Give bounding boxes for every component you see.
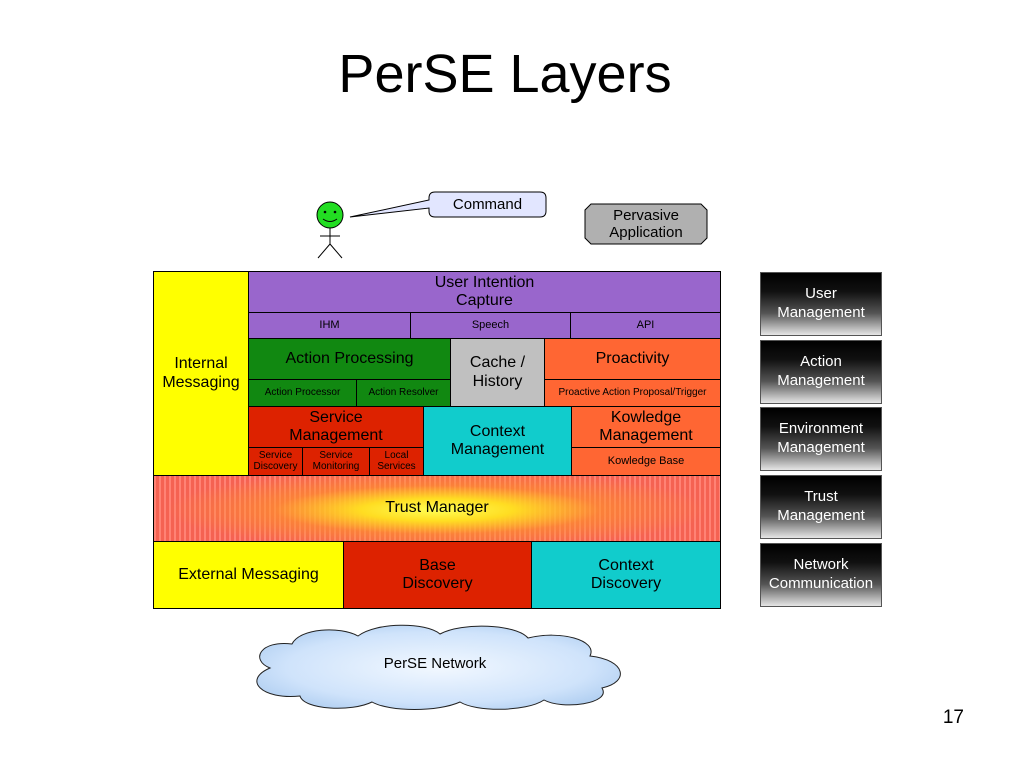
speech-bubble xyxy=(349,191,547,218)
knowledge-management-layer: Kowledge Management xyxy=(571,406,721,448)
page-number: 17 xyxy=(942,707,964,728)
stick-figure-icon xyxy=(316,201,344,259)
user-intention-capture-layer: User Intention Capture xyxy=(248,271,721,313)
action-processor-layer: Action Processor xyxy=(248,379,357,407)
cloud-icon xyxy=(256,624,621,710)
local-services-layer: Local Services xyxy=(369,447,424,476)
layers-diagram: Internal Messaging User Intention Captur… xyxy=(153,271,721,609)
user-figure xyxy=(316,191,547,259)
service-management-layer: Service Management xyxy=(248,406,424,448)
knowledge-base-layer: Kowledge Base xyxy=(571,447,721,476)
network-label: PerSE Network xyxy=(383,654,487,672)
cache-history-layer: Cache / History xyxy=(450,338,545,407)
api-layer: API xyxy=(570,312,721,339)
service-discovery-layer: Service Discovery xyxy=(248,447,303,476)
base-discovery-layer: Base Discovery xyxy=(343,541,532,609)
proactive-action-layer: Proactive Action Proposal/Trigger xyxy=(544,379,721,407)
external-messaging-layer: External Messaging xyxy=(153,541,344,609)
trust-manager-layer: Trust Manager xyxy=(153,475,721,542)
service-monitoring-layer: Service Monitoring xyxy=(302,447,370,476)
trust-management-box: Trust Management xyxy=(760,475,882,539)
network-communication-box: Network Communication xyxy=(760,543,882,607)
proactivity-layer: Proactivity xyxy=(544,338,721,380)
environment-management-box: Environment Management xyxy=(760,407,882,471)
internal-messaging-layer: Internal Messaging xyxy=(153,271,249,476)
ihm-layer: IHM xyxy=(248,312,411,339)
pervasive-application-label: Pervasive Application xyxy=(609,206,683,241)
speech-layer: Speech xyxy=(410,312,571,339)
action-management-box: Action Management xyxy=(760,340,882,404)
context-discovery-layer: Context Discovery xyxy=(531,541,721,609)
user-management-box: User Management xyxy=(760,272,882,336)
command-label: Command xyxy=(452,196,523,213)
action-processing-layer: Action Processing xyxy=(248,338,451,380)
action-resolver-layer: Action Resolver xyxy=(356,379,451,407)
pervasive-application-shape xyxy=(584,203,708,245)
slide-title: PerSE Layers xyxy=(338,44,672,104)
context-management-layer: Context Management xyxy=(423,406,572,476)
